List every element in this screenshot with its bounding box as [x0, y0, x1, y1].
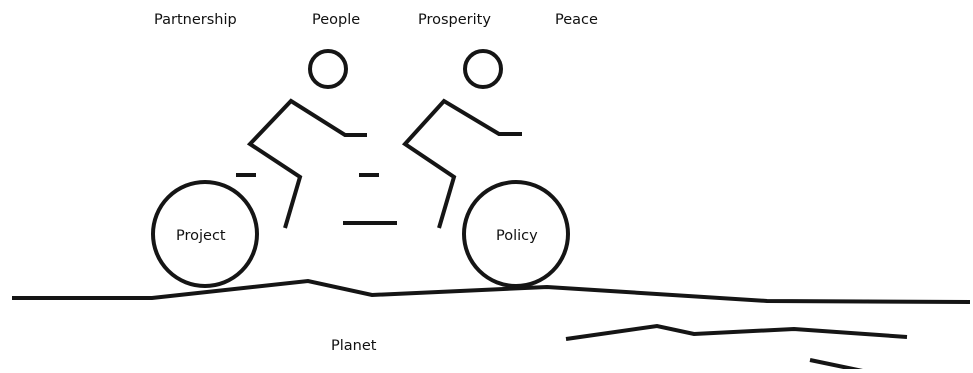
- label-prosperity: Prosperity: [418, 13, 491, 28]
- label-peace: Peace: [555, 13, 598, 28]
- rider-one-head: [310, 51, 346, 87]
- terrain-line-upper: [566, 326, 907, 339]
- label-partnership: Partnership: [154, 13, 237, 28]
- label-people: People: [312, 13, 360, 28]
- rider-two-body: [405, 101, 522, 228]
- label-policy: Policy: [496, 229, 538, 244]
- rider-one-body: [250, 101, 367, 228]
- terrain-line-lower: [810, 360, 882, 369]
- ground-line: [12, 281, 970, 302]
- label-planet: Planet: [331, 339, 376, 354]
- label-project: Project: [176, 229, 226, 244]
- rider-two-head: [465, 51, 501, 87]
